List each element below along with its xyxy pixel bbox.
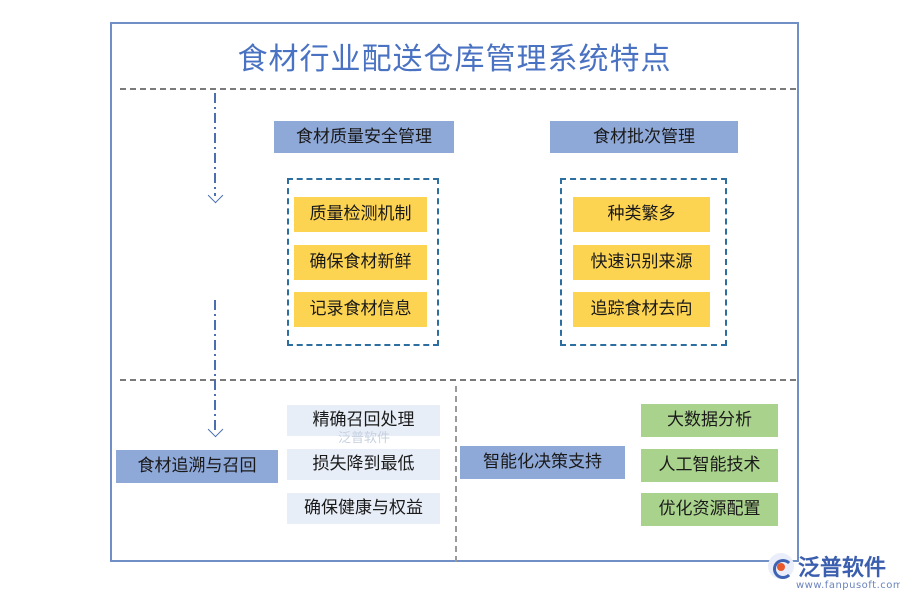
watermark: 泛普软件: [338, 431, 391, 446]
header-batch: 食材批次管理: [550, 121, 738, 153]
item-smart-3: 优化资源配置: [641, 493, 778, 526]
brand-logo: 泛普软件: [768, 552, 887, 581]
item-smart-1: 大数据分析: [641, 404, 778, 437]
header-smart: 智能化决策支持: [460, 446, 625, 479]
separator-middle: [120, 379, 796, 381]
separator-vertical: [455, 386, 457, 562]
arrow-line-lower: [214, 300, 216, 430]
item-batch-1: 种类繁多: [573, 197, 710, 232]
item-batch-2: 快速识别来源: [573, 245, 710, 280]
item-trace-2: 损失降到最低: [287, 449, 440, 480]
arrow-line-upper: [214, 93, 216, 196]
header-quality: 食材质量安全管理: [274, 121, 454, 153]
item-trace-1: 精确召回处理: [287, 405, 440, 436]
item-smart-2: 人工智能技术: [641, 449, 778, 482]
item-quality-3: 记录食材信息: [294, 292, 427, 327]
item-quality-2: 确保食材新鲜: [294, 245, 427, 280]
item-quality-1: 质量检测机制: [294, 197, 427, 232]
header-trace: 食材追溯与召回: [116, 450, 278, 483]
brand-name: 泛普软件: [798, 556, 887, 581]
item-trace-3: 确保健康与权益: [287, 493, 440, 524]
group-batch: [560, 178, 727, 346]
item-batch-3: 追踪食材去向: [573, 292, 710, 327]
brand-url: www.fanpusoft.com: [796, 580, 900, 591]
separator-top: [120, 88, 796, 90]
brand-logo-icon: [768, 553, 794, 579]
group-quality: [287, 178, 439, 346]
diagram-title: 食材行业配送仓库管理系统特点: [237, 42, 672, 77]
